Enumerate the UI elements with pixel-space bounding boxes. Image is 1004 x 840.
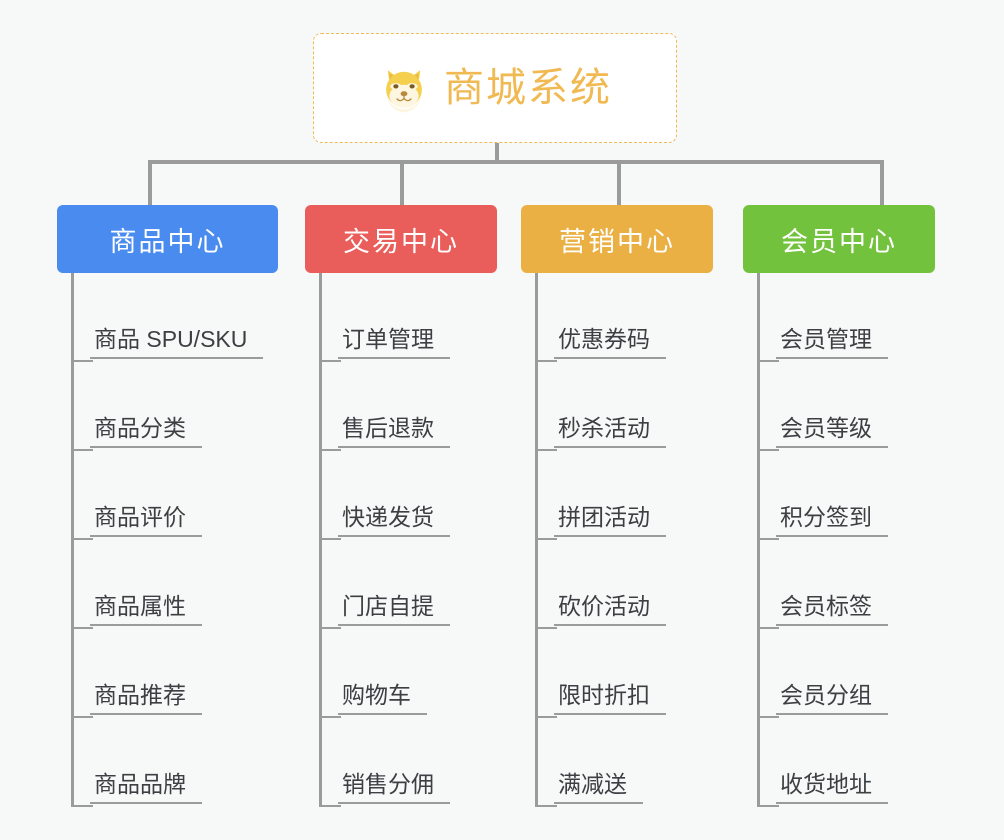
root-title: 商城系统: [444, 66, 612, 110]
leaf-item[interactable]: 会员等级: [757, 362, 935, 451]
leaf-label: 收货地址: [776, 771, 888, 804]
leaf-item[interactable]: 满减送: [535, 718, 713, 807]
category-columns: 商品中心 商品 SPU/SKU 商品分类 商品评价 商品属性 商品推荐 商品品牌…: [0, 205, 1004, 807]
leaf-label: 快递发货: [338, 504, 450, 537]
leaf-list-member: 会员管理 会员等级 积分签到 会员标签 会员分组 收货地址: [743, 273, 935, 807]
connector-drop-2: [400, 160, 404, 208]
category-box-marketing[interactable]: 营销中心: [521, 205, 713, 273]
leaf-label: 售后退款: [338, 415, 450, 448]
leaf-label: 销售分佣: [338, 771, 450, 804]
category-box-member[interactable]: 会员中心: [743, 205, 935, 273]
category-column-trade: 交易中心 订单管理 售后退款 快递发货 门店自提 购物车 销售分佣: [305, 205, 497, 807]
category-label: 交易中心: [343, 226, 459, 257]
category-label: 会员中心: [781, 226, 897, 257]
leaf-item[interactable]: 会员标签: [757, 540, 935, 629]
leaf-label: 会员管理: [776, 326, 888, 359]
leaf-item[interactable]: 会员分组: [757, 629, 935, 718]
connector-horizontal-bus: [148, 160, 884, 164]
leaf-label: 拼团活动: [554, 504, 666, 537]
leaf-label: 积分签到: [776, 504, 888, 537]
leaf-label: 商品推荐: [90, 682, 202, 715]
leaf-label: 商品评价: [90, 504, 202, 537]
leaf-label: 商品品牌: [90, 771, 202, 804]
leaf-item[interactable]: 商品 SPU/SKU: [71, 273, 278, 362]
leaf-label: 商品分类: [90, 415, 202, 448]
leaf-item[interactable]: 收货地址: [757, 718, 935, 807]
leaf-item[interactable]: 秒杀活动: [535, 362, 713, 451]
leaf-label: 砍价活动: [554, 593, 666, 626]
leaf-label: 商品属性: [90, 593, 202, 626]
category-box-trade[interactable]: 交易中心: [305, 205, 497, 273]
leaf-item[interactable]: 拼团活动: [535, 451, 713, 540]
leaf-item[interactable]: 商品分类: [71, 362, 278, 451]
leaf-spine: [71, 273, 74, 807]
leaf-item[interactable]: 销售分佣: [319, 718, 497, 807]
leaf-item[interactable]: 砍价活动: [535, 540, 713, 629]
leaf-item[interactable]: 商品属性: [71, 540, 278, 629]
category-box-product[interactable]: 商品中心: [57, 205, 278, 273]
connector-drop-1: [148, 160, 152, 208]
leaf-item[interactable]: 积分签到: [757, 451, 935, 540]
root-node-shop-system[interactable]: 商城系统: [313, 33, 677, 143]
category-label: 营销中心: [559, 226, 675, 257]
leaf-item[interactable]: 商品推荐: [71, 629, 278, 718]
leaf-item[interactable]: 优惠券码: [535, 273, 713, 362]
leaf-spine: [757, 273, 760, 807]
leaf-label: 会员分组: [776, 682, 888, 715]
leaf-item[interactable]: 购物车: [319, 629, 497, 718]
shiba-dog-icon: [378, 62, 430, 114]
leaf-label: 会员等级: [776, 415, 888, 448]
connector-drop-3: [617, 160, 621, 208]
leaf-item[interactable]: 商品品牌: [71, 718, 278, 807]
leaf-spine: [319, 273, 322, 807]
leaf-label: 商品 SPU/SKU: [90, 326, 264, 359]
category-column-marketing: 营销中心 优惠券码 秒杀活动 拼团活动 砍价活动 限时折扣 满减送: [521, 205, 713, 807]
leaf-label: 订单管理: [338, 326, 450, 359]
leaf-label: 门店自提: [338, 593, 450, 626]
leaf-list-product: 商品 SPU/SKU 商品分类 商品评价 商品属性 商品推荐 商品品牌: [57, 273, 278, 807]
leaf-item[interactable]: 售后退款: [319, 362, 497, 451]
category-column-product: 商品中心 商品 SPU/SKU 商品分类 商品评价 商品属性 商品推荐 商品品牌: [57, 205, 278, 807]
connector-drop-4: [880, 160, 884, 208]
leaf-item[interactable]: 快递发货: [319, 451, 497, 540]
leaf-label: 限时折扣: [554, 682, 666, 715]
leaf-label: 会员标签: [776, 593, 888, 626]
leaf-label: 优惠券码: [554, 326, 666, 359]
leaf-item[interactable]: 订单管理: [319, 273, 497, 362]
leaf-item[interactable]: 商品评价: [71, 451, 278, 540]
leaf-label: 购物车: [338, 682, 427, 715]
leaf-list-marketing: 优惠券码 秒杀活动 拼团活动 砍价活动 限时折扣 满减送: [521, 273, 713, 807]
leaf-item[interactable]: 限时折扣: [535, 629, 713, 718]
leaf-label: 满减送: [554, 771, 643, 804]
category-column-member: 会员中心 会员管理 会员等级 积分签到 会员标签 会员分组 收货地址: [743, 205, 935, 807]
connector-root-stem: [495, 143, 499, 163]
leaf-item[interactable]: 会员管理: [757, 273, 935, 362]
leaf-item[interactable]: 门店自提: [319, 540, 497, 629]
category-label: 商品中心: [109, 226, 226, 257]
leaf-label: 秒杀活动: [554, 415, 666, 448]
leaf-spine: [535, 273, 538, 807]
leaf-list-trade: 订单管理 售后退款 快递发货 门店自提 购物车 销售分佣: [305, 273, 497, 807]
